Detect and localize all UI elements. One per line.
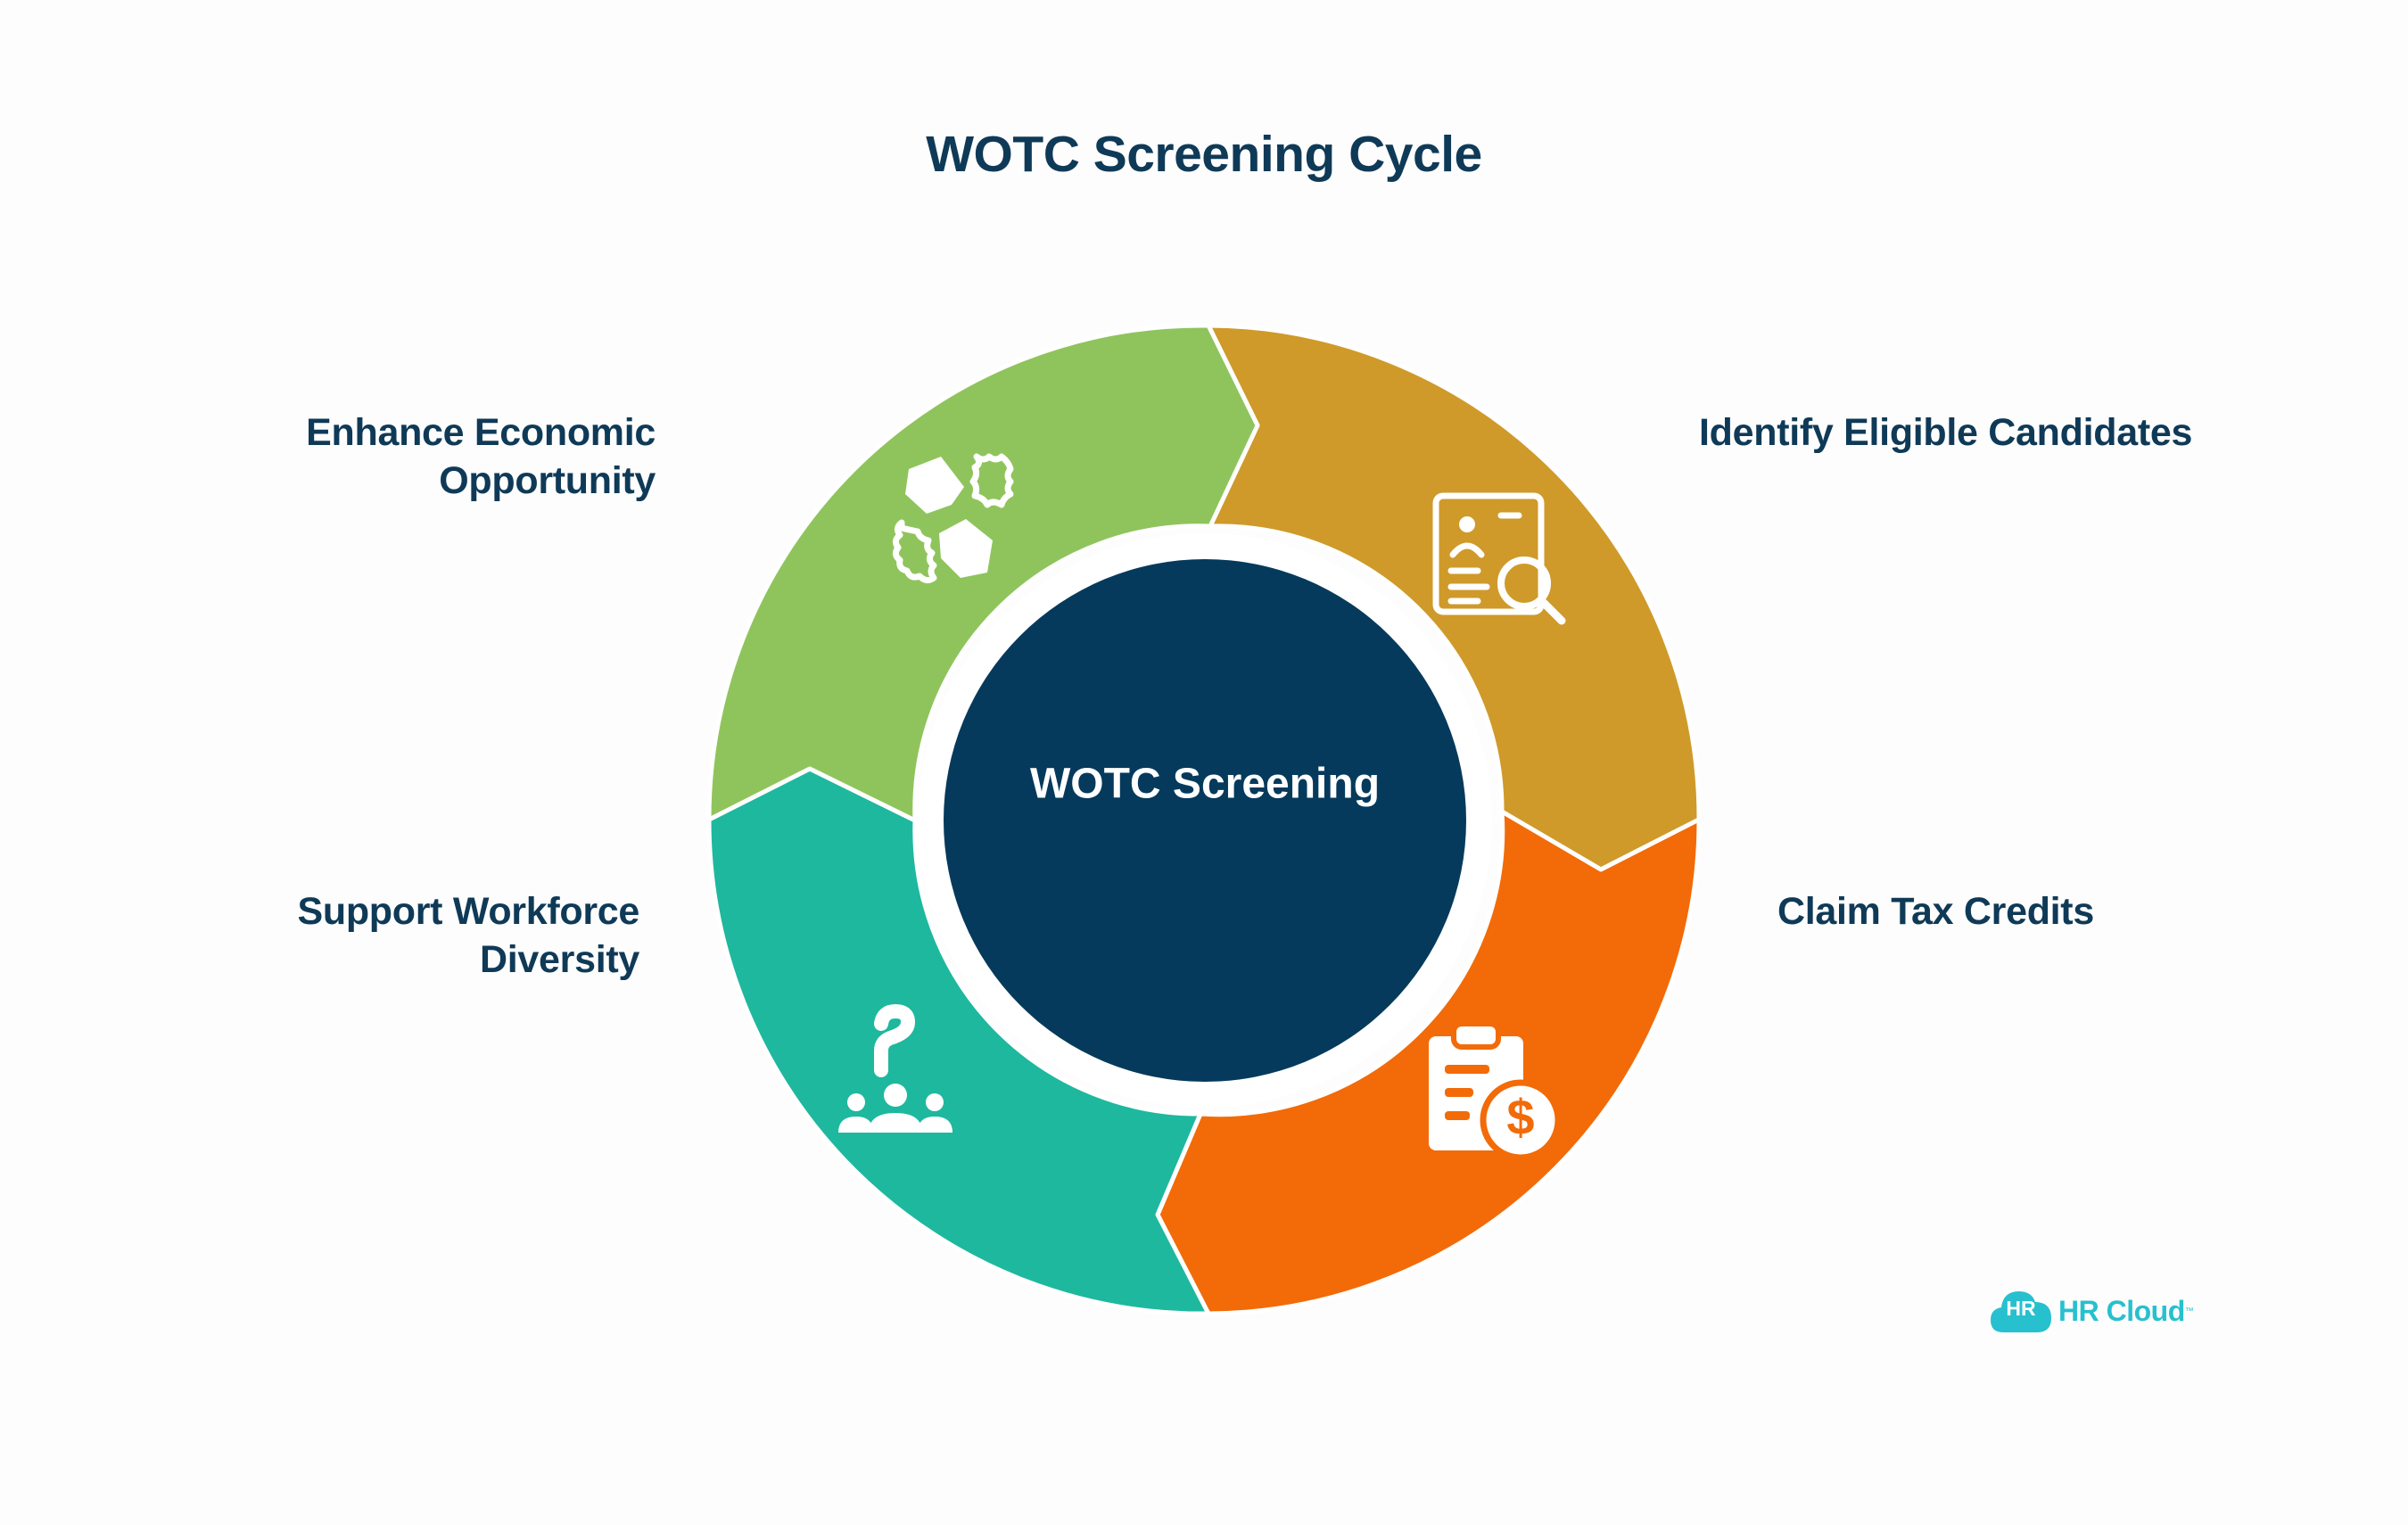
handshake-icon bbox=[892, 453, 1014, 584]
label-identify: Identify Eligible Candidates bbox=[1699, 408, 2192, 457]
label-enhance-line-1: Enhance Economic bbox=[306, 411, 656, 454]
label-claim-line-1: Claim Tax Credits bbox=[1777, 890, 2094, 933]
segment-identify bbox=[1206, 323, 1702, 872]
logo-badge-text: HR bbox=[2006, 1297, 2036, 1320]
segment-claim bbox=[1155, 809, 1702, 1316]
label-claim: Claim Tax Credits bbox=[1777, 887, 2094, 936]
logo-trademark: ™ bbox=[2184, 1306, 2194, 1316]
cloud-logo-icon: HR bbox=[1991, 1284, 2051, 1338]
center-label: WOTC Screening bbox=[1030, 761, 1380, 808]
candidate-search-icon bbox=[1432, 492, 1566, 625]
center-circle bbox=[944, 559, 1466, 1082]
label-enhance: Enhance Economic Opportunity bbox=[306, 408, 656, 505]
label-support-line-2: Diversity bbox=[480, 938, 639, 981]
label-enhance-line-2: Opportunity bbox=[439, 459, 656, 502]
segment-support bbox=[706, 766, 1211, 1316]
label-identify-line-1: Identify Eligible Candidates bbox=[1699, 411, 2193, 454]
hr-cloud-logo: HR HR Cloud ™ bbox=[1991, 1284, 2194, 1338]
diverse-team-icon bbox=[838, 1004, 952, 1133]
svg-text:$: $ bbox=[1506, 1089, 1534, 1145]
label-support-line-1: Support Workforce bbox=[297, 890, 639, 933]
logo-wordmark: HR Cloud bbox=[2058, 1294, 2185, 1327]
tax-credit-clipboard-icon: $ bbox=[1429, 1021, 1562, 1161]
diagram-title: WOTC Screening Cycle bbox=[926, 126, 1482, 183]
label-support: Support Workforce Diversity bbox=[297, 887, 639, 984]
